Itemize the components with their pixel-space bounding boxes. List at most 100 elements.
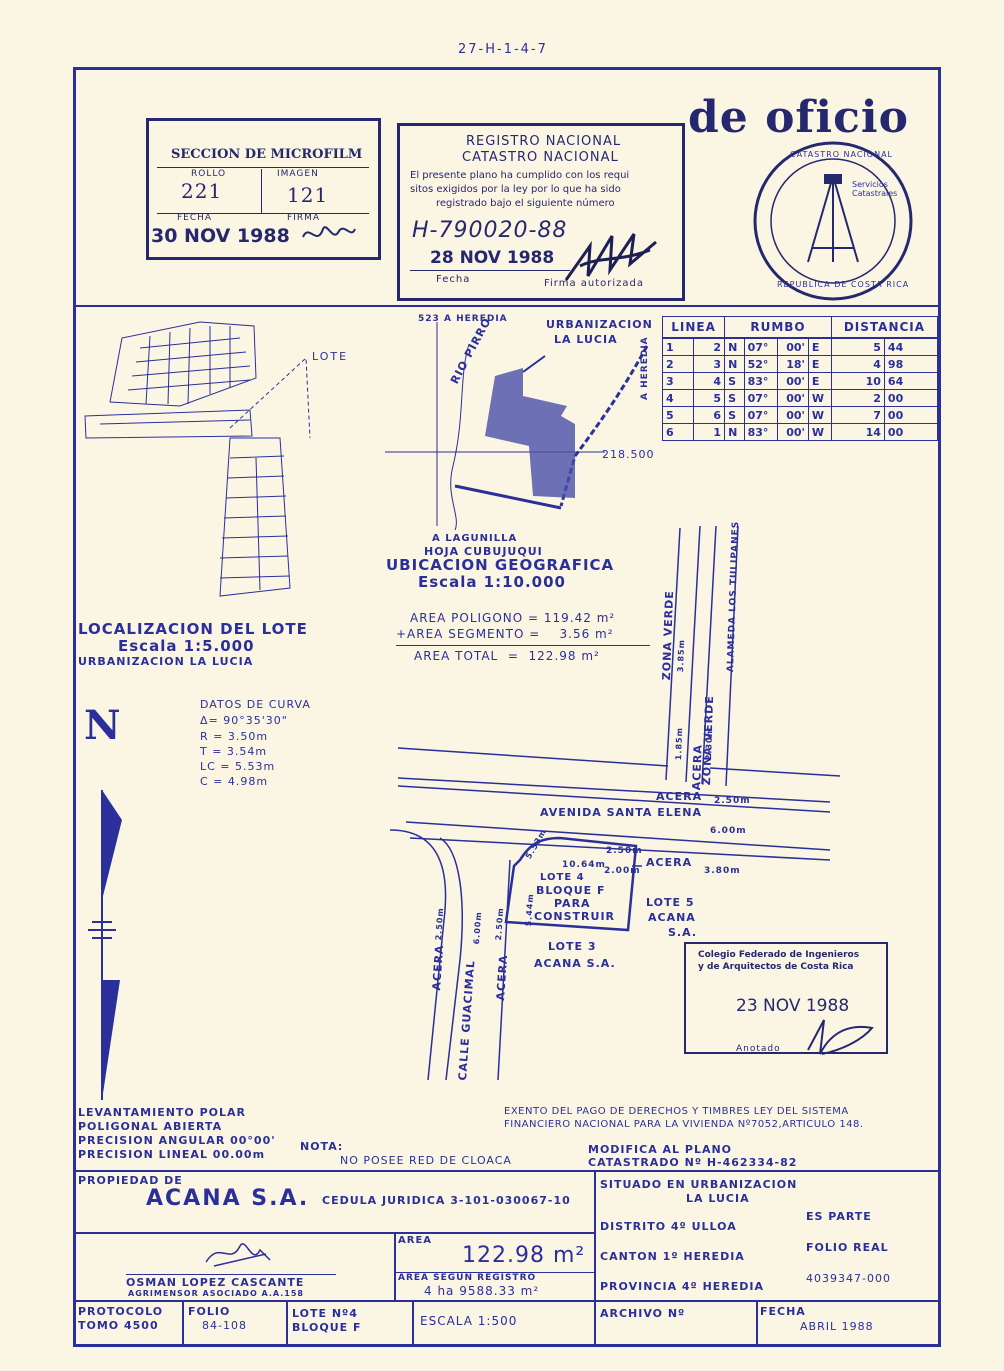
folio-real-num: 4039347-000 xyxy=(806,1272,891,1285)
coord-x: 523 xyxy=(418,314,440,324)
th-rumbo: RUMBO xyxy=(724,316,832,339)
area-reg-label: AREA SEGUN REGISTRO xyxy=(398,1273,537,1283)
para-label: PARA xyxy=(554,897,591,910)
th-distancia: DISTANCIA xyxy=(830,316,939,339)
lote5-label: LOTE 5 xyxy=(646,896,695,909)
cell-div-4 xyxy=(594,1300,596,1347)
area-value: 122.98 m² xyxy=(462,1243,586,1268)
archivo-label: ARCHIVO Nº xyxy=(600,1307,686,1320)
agrimensor-title: AGRIMENSOR ASOCIADO A.A.158 xyxy=(128,1289,304,1298)
microfilm-title: SECCION DE MICROFILM xyxy=(171,147,363,162)
folio-value: 84-108 xyxy=(202,1319,247,1332)
lagunilla-label: A LAGUNILLA xyxy=(432,533,518,544)
localizacion-escala: Escala 1:5.000 xyxy=(118,637,255,655)
d-250-top: 2.50m xyxy=(714,796,751,806)
levantamiento-1: LEVANTAMIENTO POLAR xyxy=(78,1106,247,1119)
ubicacion-escala: Escala 1:10.000 xyxy=(418,573,566,591)
cedula: CEDULA JURIDICA 3-101-030067-10 xyxy=(322,1194,571,1207)
urbanizacion-line2: LA LUCIA xyxy=(554,333,618,346)
propiedad-label: PROPIEDAD DE xyxy=(78,1174,183,1187)
colegio-anotado: Anotado xyxy=(736,1044,781,1054)
area-reg-divider xyxy=(394,1272,594,1273)
hoja-label: HOJA CUBUJUQUI xyxy=(424,545,543,558)
microfilm-signature xyxy=(302,226,356,238)
acera-label-mid: ACERA xyxy=(646,856,693,869)
north-label: N xyxy=(84,702,122,749)
titleblock-top xyxy=(73,1170,941,1172)
provincia: PROVINCIA 4º HEREDIA xyxy=(600,1280,765,1293)
fecha-label: FECHA xyxy=(177,213,213,223)
microfilm-stamp: SECCION DE MICROFILM ROLLO IMAGEN 221 12… xyxy=(146,118,381,260)
rollo-label: ROLLO xyxy=(191,169,227,179)
firma-label: FIRMA xyxy=(287,213,321,223)
levantamiento-4: PRECISION LINEAL 00.00m xyxy=(78,1148,266,1161)
heredia-top: A HEREDIA xyxy=(444,314,508,324)
ubicacion-map xyxy=(385,322,649,531)
bloque-value: BLOQUE F xyxy=(292,1321,362,1334)
localizacion-sub: URBANIZACION LA LUCIA xyxy=(78,655,254,668)
canton: CANTON 1º HEREDIA xyxy=(600,1250,745,1263)
registro-fecha: 28 NOV 1988 xyxy=(430,248,555,268)
cell-div-5 xyxy=(756,1300,758,1347)
top-divider xyxy=(73,305,941,307)
d-230-label: 2.30m xyxy=(704,726,715,761)
situado-2: LA LUCIA xyxy=(686,1192,750,1205)
curva-c: C = 4.98m xyxy=(200,775,269,788)
area-segmento: +AREA SEGMENTO = 3.56 m² xyxy=(396,627,614,641)
seal-center-text: Servicios Catastrales xyxy=(852,180,898,198)
area-rule xyxy=(396,645,650,646)
registro-signature xyxy=(564,233,657,281)
sa-label: S.A. xyxy=(668,926,697,939)
curva-r: R = 3.50m xyxy=(200,730,269,743)
microfilm-fecha: 30 NOV 1988 xyxy=(151,225,290,247)
curva-title: DATOS DE CURVA xyxy=(200,698,311,711)
titleblock-vdivider xyxy=(594,1170,596,1300)
imagen-label: IMAGEN xyxy=(277,169,319,179)
exento-2: FINANCIERO NACIONAL PARA LA VIVIENDA Nº7… xyxy=(504,1119,864,1130)
imagen-value: 121 xyxy=(287,183,329,207)
catastro-seal xyxy=(753,141,913,301)
area-total: AREA TOTAL = 122.98 m² xyxy=(414,649,600,663)
registro-stamp: REGISTRO NACIONAL CATASTRO NACIONAL El p… xyxy=(397,123,685,301)
modifica-1: MODIFICA AL PLANO xyxy=(588,1143,733,1156)
header-code: 27-H-1-4-7 xyxy=(458,42,548,57)
colegio-signature xyxy=(807,1019,874,1055)
registro-fecha-label: Fecha xyxy=(436,274,471,285)
rollo-value: 221 xyxy=(181,179,223,203)
titleblock-bottom-row xyxy=(73,1300,941,1302)
curva-lc: LC = 5.53m xyxy=(200,760,276,773)
folio-real: FOLIO REAL xyxy=(806,1241,889,1254)
lote-no: LOTE Nº4 xyxy=(292,1307,358,1320)
plan-frame xyxy=(73,67,941,1347)
modifica-2: CATASTRADO Nº H-462334-82 xyxy=(588,1156,798,1169)
ubicacion-title: UBICACION GEOGRAFICA xyxy=(386,556,615,574)
lado-250: 2.50m xyxy=(606,846,643,856)
colegio-stamp: Colegio Federado de Ingenieros y de Arqu… xyxy=(684,942,888,1054)
es-parte: ES PARTE xyxy=(806,1210,872,1223)
situado-1: SITUADO EN URBANIZACION xyxy=(600,1178,798,1191)
heredia-right: A HEREDIA xyxy=(640,336,650,400)
lote3-owner: ACANA S.A. xyxy=(534,957,616,970)
seal-top-text: CATASTRO NACIONAL xyxy=(790,150,894,159)
registro-line2: CATASTRO NACIONAL xyxy=(462,150,619,165)
colegio-line2: y de Arquitectos de Costa Rica xyxy=(698,962,854,972)
d-600-top: 6.00m xyxy=(710,826,747,836)
de-oficio-stamp: de oficio xyxy=(688,92,909,143)
fecha-value-tb: ABRIL 1988 xyxy=(800,1320,874,1333)
levantamiento-3: PRECISION ANGULAR 00°00' xyxy=(78,1134,276,1147)
registro-line1: REGISTRO NACIONAL xyxy=(466,134,622,149)
lote3-label: LOTE 3 xyxy=(548,940,597,953)
d-185-label: 1.85m xyxy=(674,726,685,761)
north-arrow-icon xyxy=(88,790,122,1100)
cell-div-1 xyxy=(182,1300,184,1347)
titleblock-area-divider xyxy=(394,1232,396,1300)
signature-line xyxy=(126,1274,336,1275)
nota-label: NOTA: xyxy=(300,1140,344,1153)
area-poligono: AREA POLIGONO = 119.42 m² xyxy=(410,611,616,625)
lote4-label: LOTE 4 xyxy=(540,872,585,883)
